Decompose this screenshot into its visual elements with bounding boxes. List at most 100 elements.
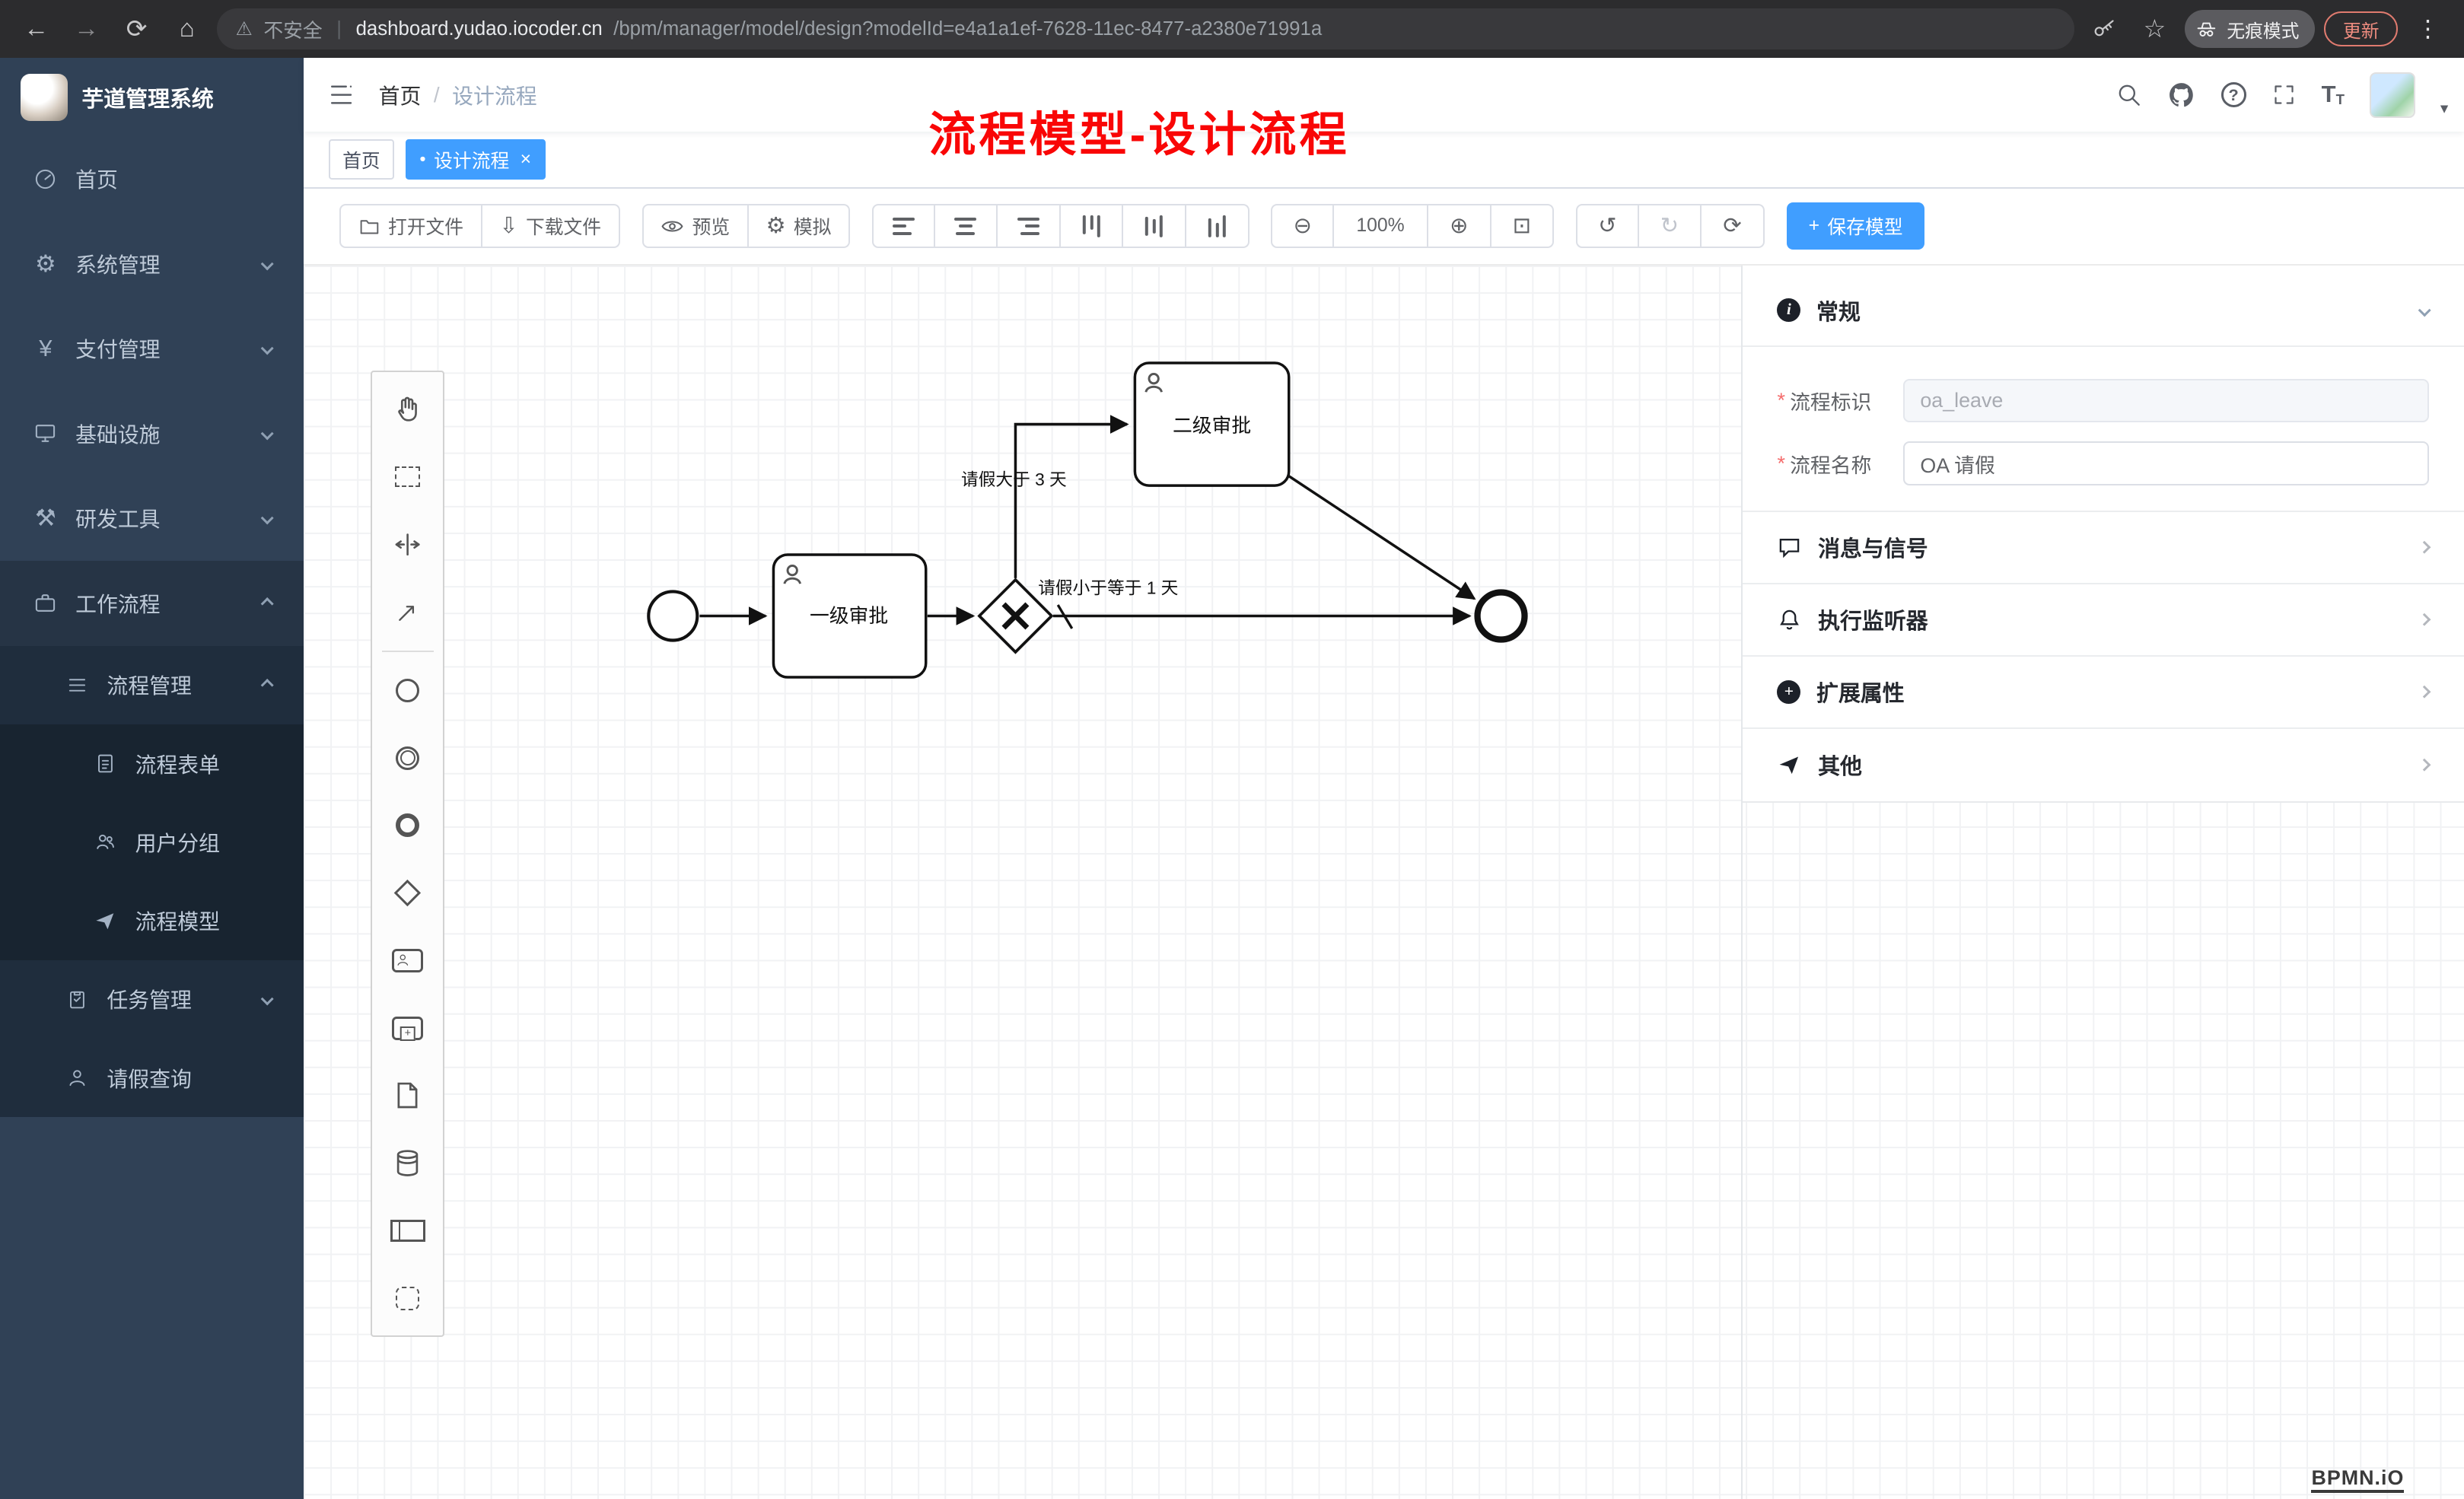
create-participant[interactable] xyxy=(372,1197,443,1265)
align-top-button[interactable] xyxy=(1060,204,1124,249)
task-label: 一级审批 xyxy=(809,605,887,627)
lasso-tool[interactable] xyxy=(372,443,443,511)
app-logo[interactable]: 芋道管理系统 xyxy=(0,58,304,136)
folder-icon xyxy=(360,220,378,234)
sidebar-item-leave-query[interactable]: 请假查询 xyxy=(0,1038,304,1118)
zoom-reset-button[interactable]: ⊡ xyxy=(1491,204,1555,249)
section-execution-listener[interactable]: 执行监听器 xyxy=(1743,584,2464,657)
align-bottom-button[interactable] xyxy=(1186,204,1250,249)
preview-button[interactable]: 预览 xyxy=(641,204,749,249)
tab-design[interactable]: ● 设计流程 × xyxy=(405,138,546,180)
redo-button[interactable]: ↻ xyxy=(1638,204,1702,249)
sidebar-item-home[interactable]: 首页 xyxy=(0,137,304,222)
tab-home[interactable]: 首页 xyxy=(328,138,395,180)
sequence-flow-gt3days[interactable] xyxy=(1014,415,1129,578)
create-intermediate-event[interactable] xyxy=(372,724,443,792)
fullscreen-icon[interactable] xyxy=(2271,82,2297,107)
sidebar-item-payment[interactable]: ¥ 支付管理 xyxy=(0,307,304,392)
create-start-event[interactable] xyxy=(372,657,443,724)
github-icon[interactable] xyxy=(2167,81,2195,109)
password-key-icon[interactable] xyxy=(2084,8,2125,49)
sidebar-item-infrastructure[interactable]: 基础设施 xyxy=(0,391,304,476)
plus-circle-icon: + xyxy=(1777,679,1801,704)
hand-tool[interactable] xyxy=(372,375,443,443)
align-center-button[interactable] xyxy=(934,204,998,249)
section-extended-attributes[interactable]: + 扩展属性 xyxy=(1743,657,2464,729)
chevron-right-icon xyxy=(2418,540,2432,555)
section-general[interactable]: i 常规 xyxy=(1743,275,2464,348)
bookmark-star-icon[interactable]: ☆ xyxy=(2143,15,2166,44)
avatar-caret-icon[interactable]: ▾ xyxy=(2440,99,2449,117)
create-data-store[interactable] xyxy=(372,1129,443,1197)
exclusive-gateway[interactable] xyxy=(976,578,1054,654)
chevron-right-icon xyxy=(2418,613,2432,627)
sidebar-item-user-group[interactable]: 用户分组 xyxy=(0,803,304,882)
address-bar[interactable]: ⚠ 不安全 | dashboard.yudao.iocoder.cn/bpm/m… xyxy=(216,8,2075,50)
list-icon xyxy=(63,674,91,696)
process-name-input[interactable] xyxy=(1902,441,2430,485)
tools-icon: ⚒ xyxy=(34,504,56,532)
gateway-x-icon xyxy=(1001,602,1029,630)
section-title: 其他 xyxy=(1818,755,1862,780)
undo-button[interactable]: ↺ xyxy=(1576,204,1639,249)
browser-update-button[interactable]: 更新 xyxy=(2324,11,2399,46)
align-bottom-icon xyxy=(1208,215,1226,237)
sidebar-item-process-model[interactable]: 流程模型 xyxy=(0,881,304,960)
zoom-level-button[interactable]: 100% xyxy=(1334,204,1428,249)
chevron-down-icon xyxy=(260,342,274,356)
download-file-button[interactable]: ⇩ 下载文件 xyxy=(482,204,620,249)
create-group[interactable] xyxy=(372,1265,443,1332)
zoom-in-button[interactable]: ⊕ xyxy=(1428,204,1491,249)
help-icon[interactable]: ? xyxy=(2220,82,2246,108)
sequence-flow-second-to-end[interactable] xyxy=(1288,475,1476,600)
create-end-event[interactable] xyxy=(372,791,443,859)
section-other[interactable]: 其他 xyxy=(1743,729,2464,801)
open-file-button[interactable]: 打开文件 xyxy=(339,204,482,249)
required-asterisk: * xyxy=(1777,388,1785,412)
zoom-out-button[interactable]: ⊖ xyxy=(1271,204,1335,249)
save-model-button[interactable]: + 保存模型 xyxy=(1786,202,1925,250)
sidebar-collapse-icon[interactable] xyxy=(304,81,379,109)
create-subprocess[interactable] xyxy=(372,995,443,1062)
chevron-down-icon xyxy=(260,257,274,271)
home-icon[interactable]: ⌂ xyxy=(179,14,195,43)
back-icon[interactable]: ← xyxy=(23,14,49,43)
align-left-button[interactable] xyxy=(871,204,935,249)
active-dot-icon: ● xyxy=(419,153,426,166)
sidebar-item-process-management[interactable]: 流程管理 xyxy=(0,645,304,724)
create-user-task[interactable] xyxy=(372,927,443,995)
process-key-input[interactable] xyxy=(1902,378,2430,423)
align-middle-button[interactable] xyxy=(1123,204,1186,249)
breadcrumb-home[interactable]: 首页 xyxy=(378,84,422,108)
task-second-approval[interactable]: 二级审批 xyxy=(1133,361,1291,487)
end-event[interactable] xyxy=(1473,589,1528,643)
clipboard-icon xyxy=(63,988,91,1010)
sidebar-item-system[interactable]: ⚙ 系统管理 xyxy=(0,221,304,307)
section-messages-signals[interactable]: 消息与信号 xyxy=(1743,512,2464,584)
search-icon[interactable] xyxy=(2115,81,2142,108)
bpmn-io-link[interactable]: BPMN.iO xyxy=(2311,1466,2405,1493)
browser-menu-icon[interactable]: ⋮ xyxy=(2415,15,2440,43)
tab-close-icon[interactable]: × xyxy=(520,148,532,170)
sidebar-item-workflow[interactable]: 工作流程 xyxy=(0,561,304,646)
task-first-approval[interactable]: 一级审批 xyxy=(772,553,928,679)
sidebar-item-task-management[interactable]: 任务管理 xyxy=(0,960,304,1039)
restart-button[interactable]: ⟳ xyxy=(1702,204,1765,249)
align-right-button[interactable] xyxy=(998,204,1061,249)
sidebar-item-devtools[interactable]: ⚒ 研发工具 xyxy=(0,476,304,562)
global-connect-tool[interactable] xyxy=(372,578,443,646)
sidebar-item-process-form[interactable]: 流程表单 xyxy=(0,724,304,804)
simulate-button[interactable]: ⚙ 模拟 xyxy=(748,204,851,249)
bpmn-canvas[interactable]: 一级审批 请假大于 3 天 二级审批 xyxy=(303,265,2464,1499)
forward-icon[interactable]: → xyxy=(74,14,100,43)
bpmn-diagram: 一级审批 请假大于 3 天 二级审批 xyxy=(646,361,1528,679)
start-event[interactable] xyxy=(646,590,699,642)
reload-icon[interactable]: ⟳ xyxy=(126,15,148,44)
sidebar-item-label: 研发工具 xyxy=(75,508,161,532)
create-data-object[interactable] xyxy=(372,1062,443,1130)
space-tool[interactable] xyxy=(372,511,443,578)
chevron-down-icon xyxy=(260,992,274,1007)
align-center-icon xyxy=(954,218,977,235)
avatar[interactable] xyxy=(2369,72,2415,118)
